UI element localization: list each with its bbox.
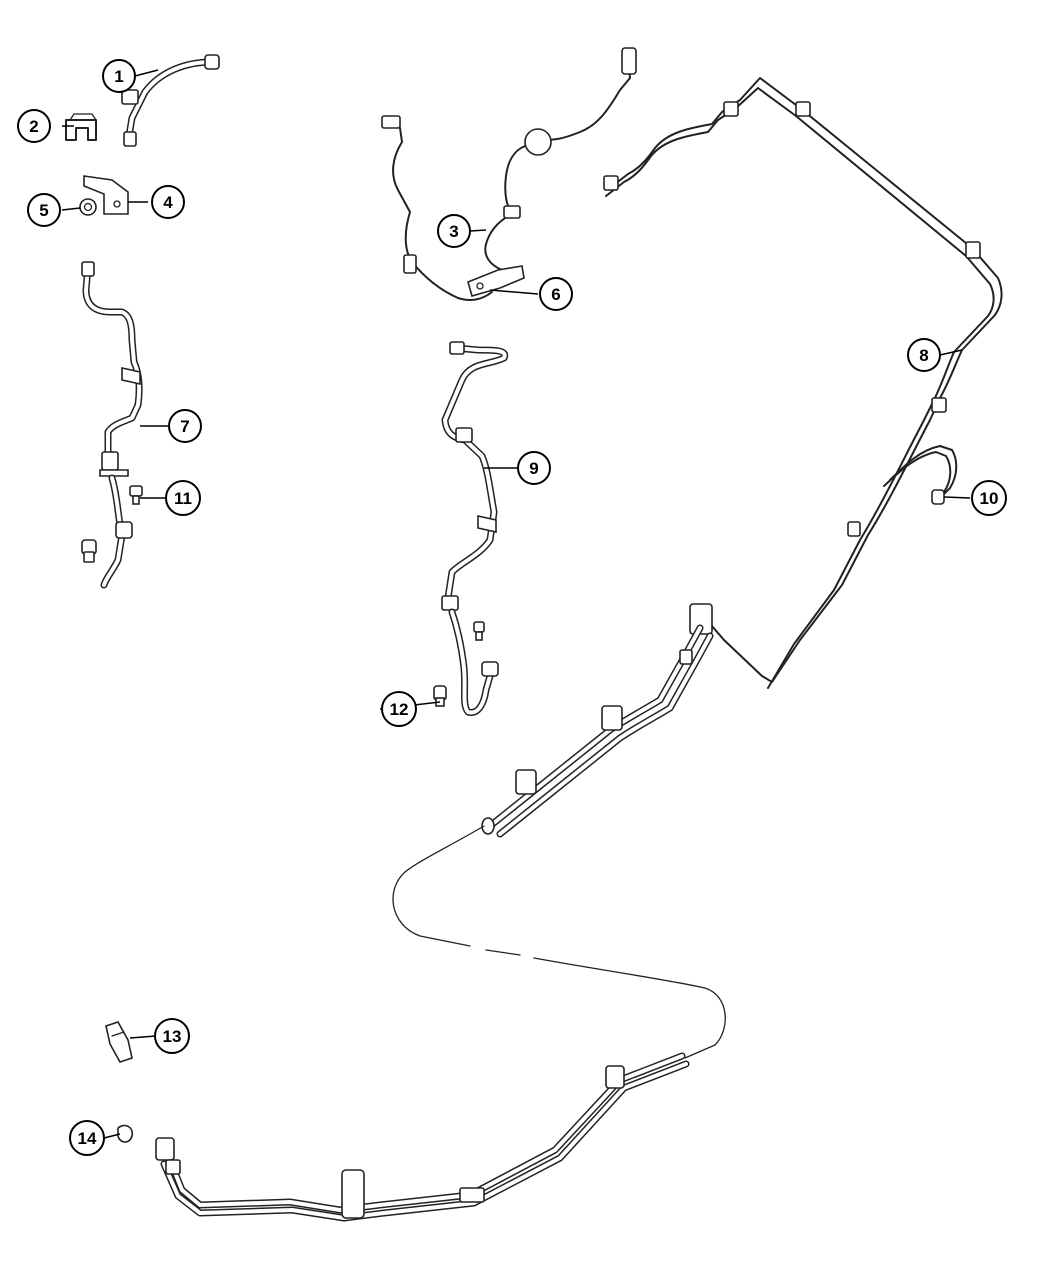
part-4-bracket xyxy=(83,175,129,215)
part-3-wiring-harness xyxy=(381,47,637,301)
callout-6: 6 xyxy=(539,277,573,311)
part-7-brake-tube xyxy=(81,261,143,589)
part-2-clip xyxy=(65,113,97,141)
callout-4: 4 xyxy=(151,185,185,219)
callout-5: 5 xyxy=(27,193,61,227)
callout-12-label: 12 xyxy=(390,700,409,719)
part-8-main-brake-tube xyxy=(155,77,1003,1222)
part-13-clip xyxy=(105,1021,133,1063)
callout-5-label: 5 xyxy=(39,201,48,220)
callout-9: 9 xyxy=(517,451,551,485)
part-loose-bolt xyxy=(81,539,97,563)
callout-9-label: 9 xyxy=(529,459,538,478)
callout-4-label: 4 xyxy=(163,193,173,212)
callout-6-label: 6 xyxy=(551,285,560,304)
callout-1: 1 xyxy=(102,59,136,93)
callout-10-label: 10 xyxy=(980,489,999,508)
callout-2: 2 xyxy=(17,109,51,143)
part-9-brake-tube xyxy=(441,341,509,716)
callout-11-label: 11 xyxy=(174,489,192,508)
callout-14: 14 xyxy=(69,1120,105,1156)
callout-1-label: 1 xyxy=(114,67,123,86)
callout-11: 11 xyxy=(165,480,201,516)
part-11-bolt xyxy=(129,485,143,505)
callout-8: 8 xyxy=(907,338,941,372)
callout-2-label: 2 xyxy=(29,117,38,136)
part-6-harness-bracket xyxy=(467,265,525,297)
leader-lines xyxy=(61,69,971,1139)
callout-3: 3 xyxy=(437,214,471,248)
callout-3-label: 3 xyxy=(449,222,458,241)
callout-10: 10 xyxy=(971,480,1007,516)
callout-14-label: 14 xyxy=(78,1129,97,1148)
part-10-tube-fitting xyxy=(931,489,945,505)
callout-13-label: 13 xyxy=(163,1027,182,1046)
callout-12: 12 xyxy=(381,691,417,727)
callout-7-label: 7 xyxy=(180,417,189,436)
part-1-brake-hose xyxy=(121,54,220,147)
callout-7: 7 xyxy=(168,409,202,443)
callout-13: 13 xyxy=(154,1018,190,1054)
callout-8-label: 8 xyxy=(919,346,928,365)
part-14-grommet xyxy=(117,1124,134,1143)
part-loose-bolt-2 xyxy=(473,621,485,641)
part-5-nut xyxy=(79,198,97,216)
